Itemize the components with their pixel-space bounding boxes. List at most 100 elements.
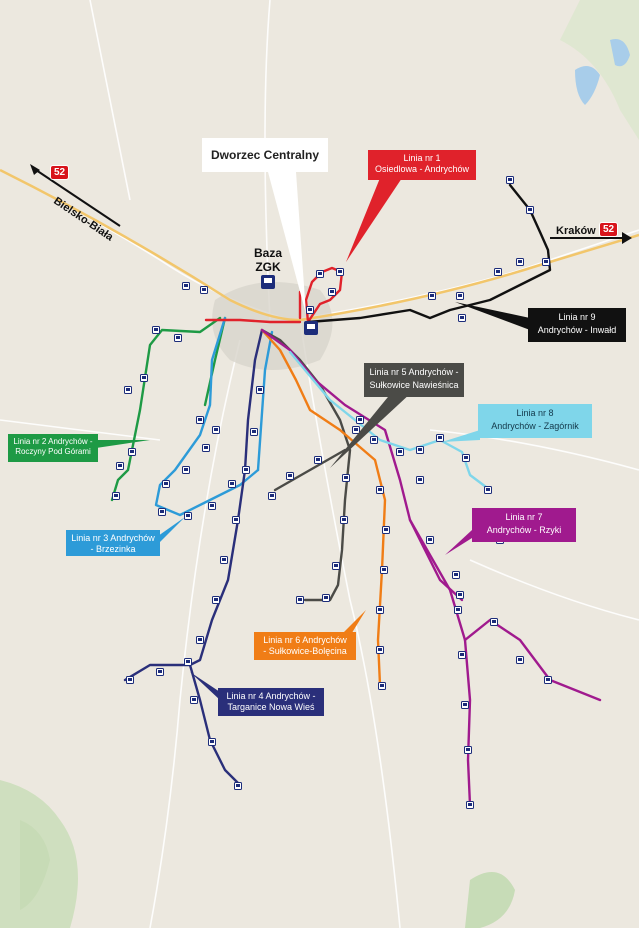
bus-stop-icon <box>484 486 492 494</box>
callout-line-4-title: Linia nr 4 Andrychów - <box>226 691 316 701</box>
bus-stop-icon <box>456 292 464 300</box>
central-station-icon <box>304 321 318 335</box>
bus-stop-icon <box>458 651 466 659</box>
baza-zgk-label: Baza ZGK <box>248 246 288 274</box>
route-l7-segment-2 <box>408 518 464 602</box>
callout-line-3-title: Linia nr 3 Andrychów <box>71 533 155 543</box>
bus-stop-icon <box>256 386 264 394</box>
route-l8-segment-0 <box>288 350 492 492</box>
pointer-l8 <box>442 430 480 442</box>
pointer-l1 <box>346 178 402 262</box>
bus-stop-icon <box>174 334 182 342</box>
bus-stop-icon <box>376 486 384 494</box>
route-l3-segment-0 <box>154 316 260 517</box>
bus-stop-icon <box>184 512 192 520</box>
pointer-station <box>268 172 306 314</box>
route-l3-segment-1 <box>256 330 274 472</box>
bus-stop-icon <box>140 374 148 382</box>
callout-line-2-route: Roczyny Pod Górami <box>15 447 91 456</box>
pointer-l4 <box>190 672 220 700</box>
callout-line-8-title: Linia nr 8 <box>516 408 554 418</box>
bus-stop-icon <box>542 258 550 266</box>
bus-stop-icon <box>220 556 228 564</box>
bus-stop-icon <box>454 606 462 614</box>
bus-stop-icon <box>232 516 240 524</box>
bus-stop-icon <box>462 454 470 462</box>
callout-line-7-route: Andrychów - Rzyki <box>486 525 562 535</box>
bus-stop-icon <box>228 480 236 488</box>
callout-line-9-route: Andrychów - Inwałd <box>537 325 617 335</box>
road-shield-west: 52 <box>50 165 70 180</box>
bus-stop-icon <box>376 606 384 614</box>
bus-stop-icon <box>212 426 220 434</box>
bus-stop-icon <box>322 594 330 602</box>
bus-stop-icon <box>506 176 514 184</box>
bus-routes <box>110 183 602 807</box>
bus-stop-icon <box>458 314 466 322</box>
bus-stop-icon <box>196 636 204 644</box>
callout-line-8: Linia nr 8 Andrychów - Zagórnik <box>478 404 592 438</box>
bus-stop-icon <box>162 480 170 488</box>
bus-stop-icon <box>456 591 464 599</box>
bus-stop-icon <box>196 416 204 424</box>
bus-stop-icon <box>426 536 434 544</box>
callout-line-9: Linia nr 9 Andrychów - Inwałd <box>528 308 626 342</box>
road-shield-east: 52 <box>599 222 619 237</box>
callout-line-5-route: Sułkowice Nawieśnica <box>369 380 459 390</box>
route-l5-segment-1 <box>273 448 347 492</box>
pointer-l9 <box>455 302 530 330</box>
water <box>575 39 630 105</box>
bus-stop-icon <box>250 428 258 436</box>
bus-stop-icon <box>461 701 469 709</box>
bus-stop-icon <box>416 476 424 484</box>
bus-stop-icon <box>296 596 304 604</box>
callout-line-1-title: Linia nr 1 <box>403 153 441 163</box>
callout-line-6-route: - Sułkowice-Bolęcina <box>263 646 347 656</box>
bus-stop-icon <box>370 436 378 444</box>
bus-stop-icon <box>124 386 132 394</box>
bus-stop-icon <box>202 444 210 452</box>
bus-stop-icon <box>378 682 386 690</box>
bus-stop-icon <box>208 502 216 510</box>
bus-stop-icon <box>352 426 360 434</box>
bus-stop-icon <box>428 292 436 300</box>
bus-stop-icon <box>340 516 348 524</box>
callout-line-7-title: Linia nr 7 <box>505 512 543 522</box>
callout-line-6: Linia nr 6 Andrychów - Sułkowice-Bolęcin… <box>254 632 356 660</box>
bus-stop-icon <box>268 492 276 500</box>
route-l9-segment-0 <box>306 183 552 324</box>
bus-stop-icon <box>158 508 166 516</box>
callout-line-5: Linia nr 5 Andrychów - Sułkowice Nawieśn… <box>364 363 464 397</box>
baza-line2: ZGK <box>255 260 281 274</box>
callout-line-2-title: Linia nr 2 Andrychów - <box>13 437 93 446</box>
bus-stop-icon <box>182 466 190 474</box>
bus-stop-icon <box>286 472 294 480</box>
bus-stop-icon <box>200 286 208 294</box>
route-l7-segment-1 <box>463 618 602 702</box>
bus-stop-icon <box>490 618 498 626</box>
bus-stop-icon <box>356 416 364 424</box>
route-l1-segment-0 <box>204 318 302 324</box>
bus-stop-icon <box>336 268 344 276</box>
bus-stop-icon <box>156 668 164 676</box>
road-label-east: Kraków <box>556 225 596 237</box>
bus-stop-icon <box>116 462 124 470</box>
bus-stop-icon <box>190 696 198 704</box>
bus-stop-icon <box>526 206 534 214</box>
bus-stop-icon <box>436 434 444 442</box>
bus-stop-icon <box>314 456 322 464</box>
bus-stop-icon <box>234 782 242 790</box>
bus-stop-icon <box>328 288 336 296</box>
baza-depot-icon <box>261 275 275 289</box>
callout-line-3-route: - Brzezinka <box>90 544 136 554</box>
bus-stop-icon <box>342 474 350 482</box>
bus-stop-icon <box>316 270 324 278</box>
callout-line-1: Linia nr 1 Osiedlowa - Andrychów <box>368 150 476 180</box>
pointer-l7 <box>445 530 472 555</box>
callout-line-6-title: Linia nr 6 Andrychów <box>263 635 347 645</box>
callout-pointers <box>30 164 632 700</box>
bus-stop-icon <box>208 738 216 746</box>
bus-stop-icon <box>112 492 120 500</box>
route-l6-segment-0 <box>260 328 387 687</box>
